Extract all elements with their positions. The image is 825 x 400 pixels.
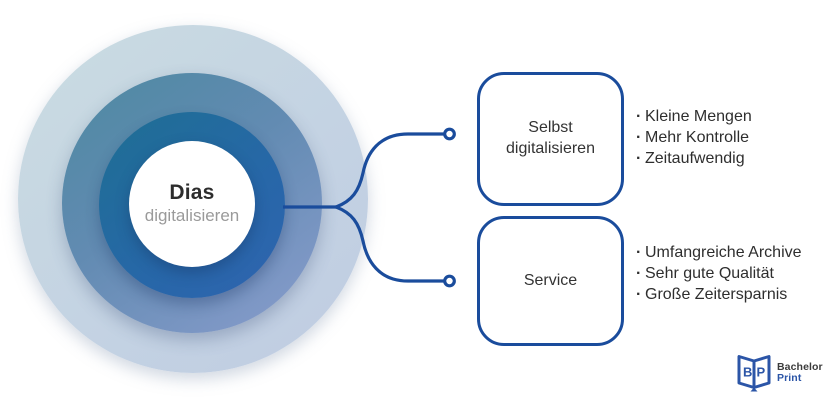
list-item-text: Mehr Kontrolle <box>645 129 750 146</box>
bachelorprint-logo-icon: B P <box>737 355 771 392</box>
option-box-self-label: Selbst digitalisieren <box>506 119 595 157</box>
logo-monogram-left: B <box>743 365 752 380</box>
logo-monogram-right: P <box>757 365 766 380</box>
bullet-dot: · <box>636 244 642 261</box>
list-item: · Große Zeitersparnis <box>636 284 802 305</box>
list-item-text: Kleine Mengen <box>645 108 752 125</box>
option-box-service: Service <box>477 216 624 346</box>
list-item: · Kleine Mengen <box>636 106 752 127</box>
list-item-text: Sehr gute Qualität <box>645 265 774 282</box>
bullet-dot: · <box>636 129 642 146</box>
logo-text-bachelor: Bachelor <box>777 361 823 373</box>
connector-node-top <box>443 127 456 141</box>
list-item-text: Zeitaufwendig <box>645 150 745 167</box>
list-item-text: Umfangreiche Archive <box>645 244 802 261</box>
list-item: · Umfangreiche Archive <box>636 242 802 263</box>
center-circle: Dias digitalisieren <box>129 141 255 267</box>
logo-text-print: Print <box>777 372 802 384</box>
bullet-dot: · <box>636 286 642 303</box>
benefits-list-service: · Umfangreiche Archive · Sehr gute Quali… <box>636 242 802 305</box>
logo-text: Bachelor Print <box>777 362 823 384</box>
bullet-dot: · <box>636 265 642 282</box>
option-box-service-label: Service <box>523 271 578 289</box>
list-item-text: Große Zeitersparnis <box>645 286 788 303</box>
connector-node-bottom <box>443 274 456 288</box>
option-box-self: Selbst digitalisieren <box>477 72 624 206</box>
bachelorprint-logo: B P Bachelor Print <box>735 353 823 393</box>
center-title: Dias <box>169 181 215 205</box>
bullet-dot: · <box>636 108 642 125</box>
center-subtitle: digitalisieren <box>144 206 240 226</box>
bullet-dot: · <box>636 150 642 167</box>
list-item: · Zeitaufwendig <box>636 148 752 169</box>
list-item: · Mehr Kontrolle <box>636 127 752 148</box>
benefits-list-self: · Kleine Mengen · Mehr Kontrolle · Zeita… <box>636 106 752 169</box>
list-item: · Sehr gute Qualität <box>636 263 802 284</box>
